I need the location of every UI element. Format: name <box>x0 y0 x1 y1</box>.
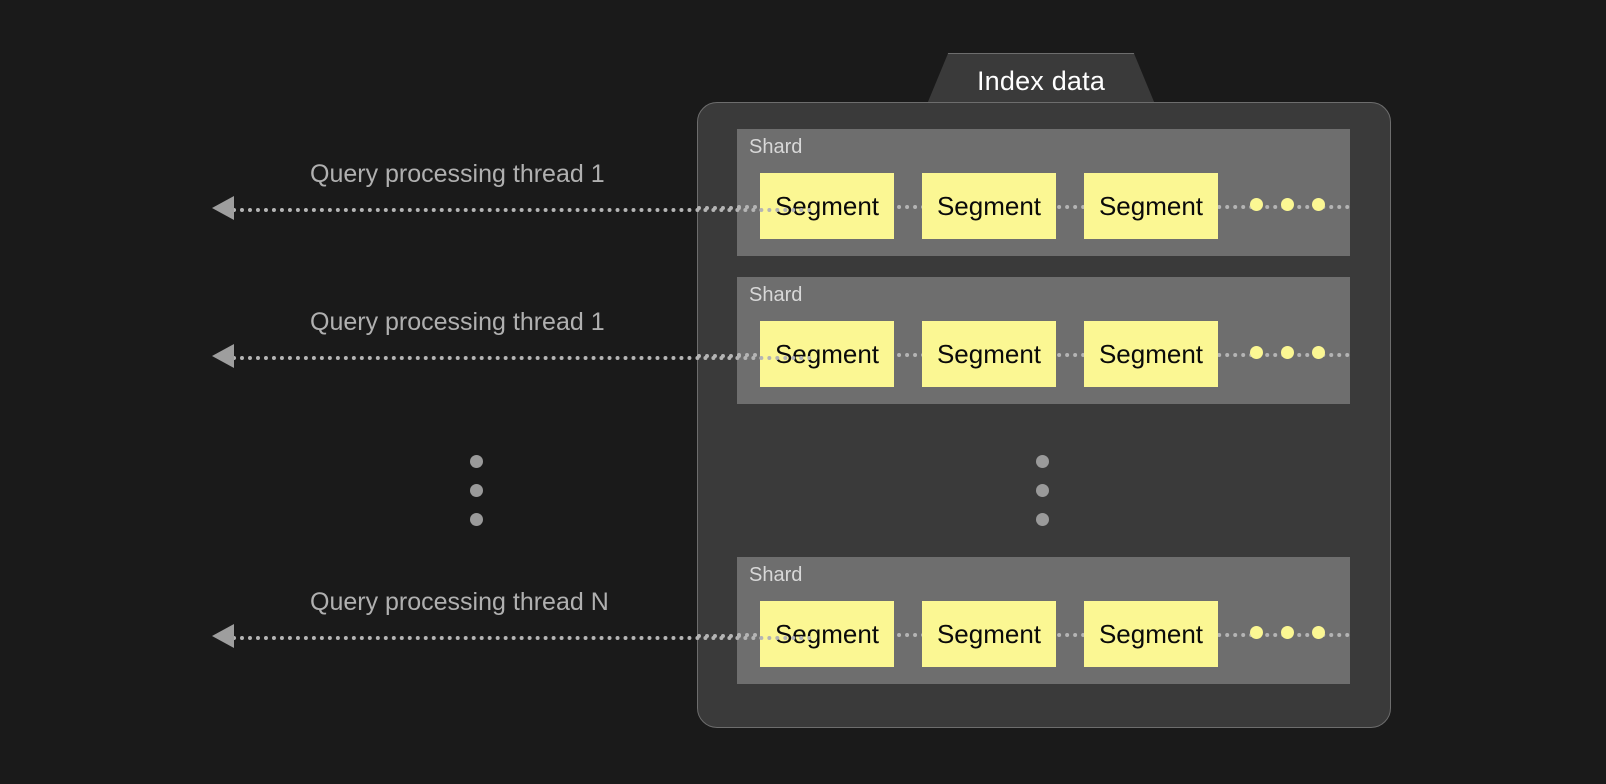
shard-row-3: Shard Segment Segment Segment <box>737 557 1350 684</box>
shard-vertical-ellipsis-icon <box>1036 455 1049 526</box>
shard-label: Shard <box>749 564 803 586</box>
segment-dot-icon <box>1281 626 1294 639</box>
segment-box: Segment <box>1084 321 1218 387</box>
segment-dot-icon <box>1250 346 1263 359</box>
ellipsis-dot-icon <box>1036 484 1049 497</box>
segment-box: Segment <box>922 173 1056 239</box>
segment-continuation-dots <box>1250 198 1325 211</box>
shard-row-2: Shard Segment Segment Segment <box>737 277 1350 404</box>
segment-box: Segment <box>922 321 1056 387</box>
segment-box: Segment <box>760 173 894 239</box>
shard-label: Shard <box>749 284 803 306</box>
segment-dot-icon <box>1250 626 1263 639</box>
segment-box: Segment <box>760 321 894 387</box>
ellipsis-dot-icon <box>470 484 483 497</box>
ellipsis-dot-icon <box>470 513 483 526</box>
query-thread-3: Query processing thread N <box>212 588 812 658</box>
shard-row-1: Shard Segment Segment Segment <box>737 129 1350 256</box>
segment-dot-icon <box>1312 346 1325 359</box>
segment-box: Segment <box>1084 601 1218 667</box>
left-arrow-icon <box>212 344 234 368</box>
query-thread-label: Query processing thread 1 <box>310 308 605 336</box>
segments-row: Segment Segment Segment <box>760 601 1246 667</box>
segments-row: Segment Segment Segment <box>760 173 1246 239</box>
index-data-tab: Index data <box>925 53 1157 109</box>
query-thread-line <box>232 356 812 360</box>
segment-box: Segment <box>1084 173 1218 239</box>
ellipsis-dot-icon <box>1036 513 1049 526</box>
segment-dot-icon <box>1250 198 1263 211</box>
query-thread-line <box>232 636 812 640</box>
segment-box: Segment <box>922 601 1056 667</box>
query-thread-label: Query processing thread 1 <box>310 160 605 188</box>
segment-box: Segment <box>760 601 894 667</box>
segment-dot-icon <box>1281 346 1294 359</box>
shard-label: Shard <box>749 136 803 158</box>
segment-continuation-dots <box>1250 626 1325 639</box>
query-thread-label: Query processing thread N <box>310 588 609 616</box>
query-thread-1: Query processing thread 1 <box>212 160 812 230</box>
left-arrow-icon <box>212 196 234 220</box>
query-thread-line <box>232 208 812 212</box>
index-data-title: Index data <box>976 66 1106 96</box>
segment-continuation-dots <box>1250 346 1325 359</box>
ellipsis-dot-icon <box>470 455 483 468</box>
thread-vertical-ellipsis-icon <box>470 455 483 526</box>
ellipsis-dot-icon <box>1036 455 1049 468</box>
segment-dot-icon <box>1312 198 1325 211</box>
segments-row: Segment Segment Segment <box>760 321 1246 387</box>
left-arrow-icon <box>212 624 234 648</box>
query-thread-2: Query processing thread 1 <box>212 308 812 378</box>
segment-dot-icon <box>1281 198 1294 211</box>
segment-dot-icon <box>1312 626 1325 639</box>
